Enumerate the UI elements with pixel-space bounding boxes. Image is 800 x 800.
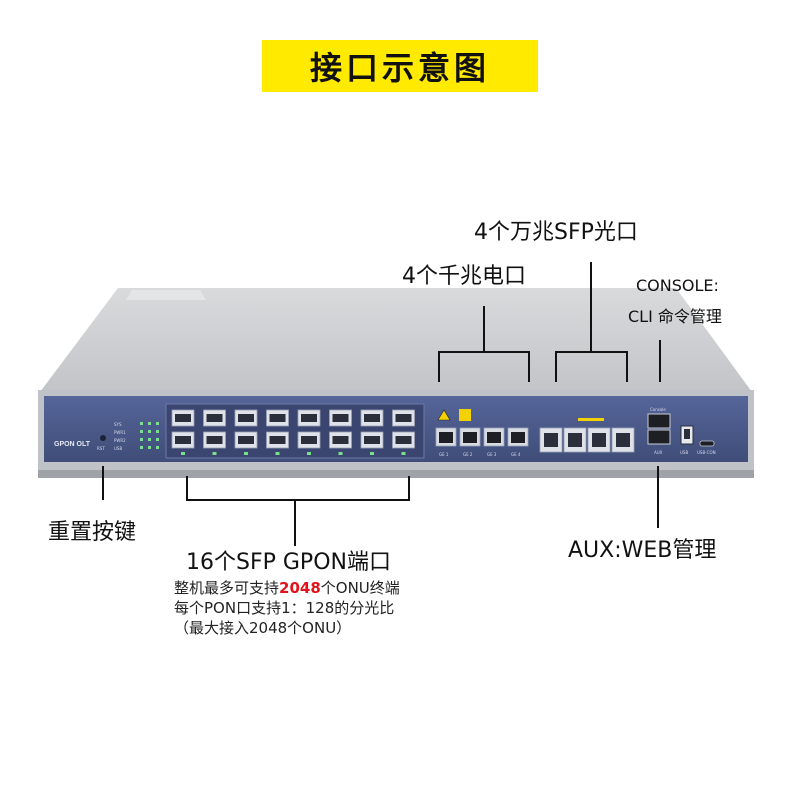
pon-link-led bbox=[401, 452, 406, 455]
led-label-pwr1: PWR1 bbox=[114, 430, 126, 435]
sfp10g-label-strip bbox=[578, 418, 604, 421]
rst-label: RST bbox=[97, 446, 105, 451]
ge-port-label: GE 1 bbox=[439, 452, 449, 457]
pon-sfp-port[interactable] bbox=[234, 431, 258, 449]
pon-sfp-port[interactable] bbox=[360, 431, 384, 449]
status-led bbox=[148, 430, 151, 433]
note-line2: 每个PON口支持1：128的分光比 bbox=[174, 599, 395, 617]
sfp10g-port[interactable] bbox=[611, 427, 635, 453]
usb-port-label: USB bbox=[680, 450, 688, 455]
ge-port-label: GE 4 bbox=[511, 452, 521, 457]
status-led bbox=[156, 438, 159, 441]
usb-con-port[interactable] bbox=[699, 440, 715, 447]
ge-port[interactable] bbox=[507, 427, 529, 447]
pon-sfp-port[interactable] bbox=[392, 409, 415, 427]
note-highlight: 2048 bbox=[279, 579, 321, 597]
laser-warning-icon bbox=[437, 409, 451, 421]
pon-sfp-port[interactable] bbox=[234, 409, 258, 427]
pon-link-led bbox=[307, 452, 311, 455]
status-led bbox=[156, 446, 159, 449]
console-port-label: Console bbox=[650, 407, 666, 412]
status-led bbox=[140, 430, 143, 433]
ge-annotation: 4个千兆电口 bbox=[402, 264, 526, 289]
capacity-note: 整机最多可支持2048个ONU终端 每个PON口支持1：128的分光比 （最大接… bbox=[174, 578, 400, 638]
aux-annotation: AUX:WEB管理 bbox=[568, 538, 717, 563]
led-label-pwr2: PWR2 bbox=[114, 438, 126, 443]
note-line1-suffix: 个ONU终端 bbox=[320, 579, 400, 597]
pon-sfp-port[interactable] bbox=[203, 431, 226, 449]
aux-port[interactable] bbox=[647, 429, 671, 445]
pon-sfp-port[interactable] bbox=[203, 409, 226, 427]
aux-port-label: AUX bbox=[654, 450, 663, 455]
pon-link-led bbox=[275, 452, 280, 455]
pon-sfp-port[interactable] bbox=[297, 409, 321, 427]
ge-bracket bbox=[438, 306, 530, 382]
console-annotation-line2: CLI 命令管理 bbox=[628, 307, 722, 326]
status-led bbox=[156, 422, 159, 425]
console-annotation-line1: CONSOLE: bbox=[636, 276, 719, 295]
pon-link-led bbox=[370, 452, 374, 455]
reset-button[interactable] bbox=[100, 435, 106, 441]
status-led bbox=[148, 446, 151, 449]
pon-sfp-port[interactable] bbox=[297, 431, 321, 449]
reset-annotation: 重置按键 bbox=[48, 520, 137, 545]
status-led bbox=[140, 438, 143, 441]
ge-port[interactable] bbox=[483, 427, 505, 447]
pon-link-led bbox=[212, 452, 217, 455]
model-label: GPON OLT bbox=[54, 441, 91, 448]
pon-sfp-port[interactable] bbox=[329, 409, 352, 427]
usb-port-slot bbox=[684, 429, 690, 439]
status-led bbox=[156, 430, 159, 433]
pon-link-led bbox=[181, 452, 185, 455]
pon-sfp-port[interactable] bbox=[266, 409, 289, 427]
note-line1-prefix: 整机最多可支持 bbox=[174, 579, 280, 597]
status-led bbox=[140, 422, 143, 425]
led-label-sys: SYS bbox=[114, 422, 122, 427]
console-port[interactable] bbox=[647, 413, 671, 429]
pon-sfp-port[interactable] bbox=[392, 431, 415, 449]
ge-port[interactable] bbox=[459, 427, 481, 447]
pon-bracket bbox=[186, 476, 410, 546]
led-group: SYS PWR1 PWR2 USB bbox=[114, 422, 159, 451]
sfp10g-annotation: 4个万兆SFP光口 bbox=[474, 220, 638, 245]
sfp10g-port[interactable] bbox=[539, 427, 563, 453]
pon-link-led bbox=[338, 452, 343, 455]
pon-sfp-port[interactable] bbox=[171, 431, 195, 449]
pon-sfp-port[interactable] bbox=[360, 409, 384, 427]
status-led bbox=[148, 438, 151, 441]
page-title: 接口示意图 bbox=[262, 40, 538, 92]
sfp10g-bracket bbox=[555, 262, 628, 382]
chassis-sticker bbox=[126, 290, 206, 300]
status-led bbox=[148, 422, 151, 425]
status-led bbox=[140, 446, 143, 449]
usb-con-label: USB-CON bbox=[697, 450, 716, 455]
note-line3: （最大接入2048个ONU） bbox=[174, 619, 352, 637]
sfp10g-port[interactable] bbox=[563, 427, 587, 453]
pon-link-led bbox=[244, 452, 248, 455]
ge-port-label: GE 3 bbox=[487, 452, 497, 457]
chassis-bottom bbox=[38, 470, 754, 478]
info-sticker-icon bbox=[459, 409, 471, 421]
note-line1: 整机最多可支持2048个ONU终端 bbox=[174, 578, 400, 598]
ge-port[interactable] bbox=[435, 427, 457, 447]
pon-sfp-port[interactable] bbox=[266, 431, 289, 449]
pon-annotation: 16个SFP GPON端口 bbox=[186, 550, 391, 575]
pon-sfp-port[interactable] bbox=[329, 431, 352, 449]
ge-port-label: GE 2 bbox=[463, 452, 473, 457]
led-label-usb: USB bbox=[114, 446, 122, 451]
sfp10g-port[interactable] bbox=[587, 427, 611, 453]
pon-sfp-port[interactable] bbox=[171, 409, 195, 427]
chassis-top bbox=[40, 288, 752, 392]
